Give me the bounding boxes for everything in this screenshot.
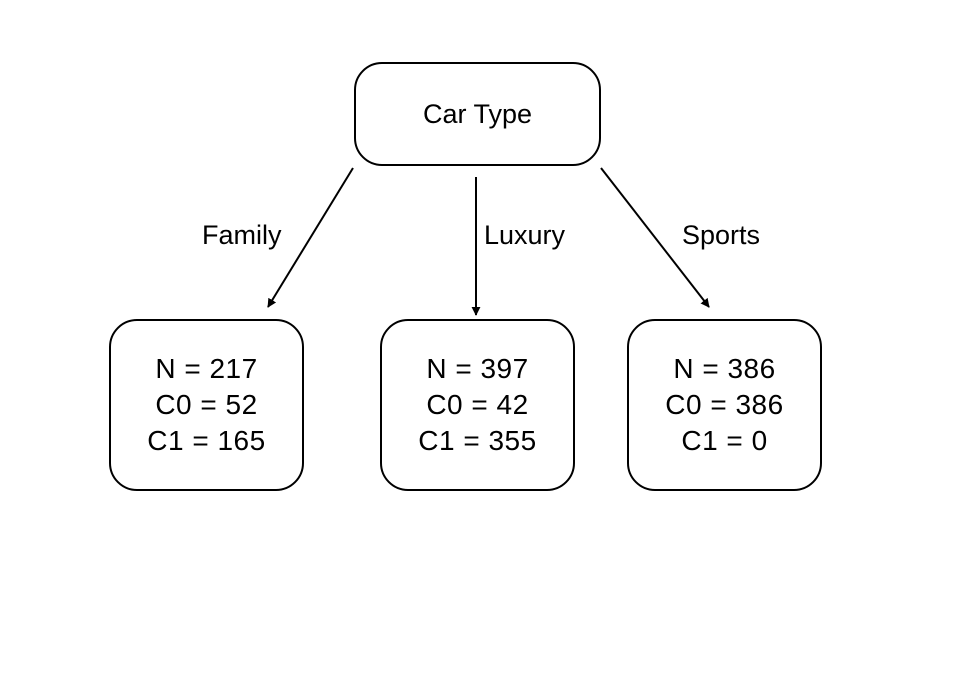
edge-label-family: Family [202, 220, 282, 250]
edge-arrow-sports [600, 167, 710, 308]
edge-arrow-family [267, 167, 354, 308]
stat-c0-family: C0 = 52 [155, 389, 258, 420]
stat-c1-sports: C1 = 0 [681, 425, 768, 456]
root-node-label: Car Type [422, 98, 533, 129]
leaf-node-family: N = 217 C0 = 52 C1 = 165 [109, 319, 304, 491]
leaf-node-sports: N = 386 C0 = 386 C1 = 0 [627, 319, 822, 491]
stat-n-luxury: N = 397 [426, 353, 529, 384]
stat-c0-sports: C0 = 386 [665, 389, 784, 420]
root-node: Car Type [354, 62, 601, 166]
leaf-node-luxury: N = 397 C0 = 42 C1 = 355 [380, 319, 575, 491]
stat-n-sports: N = 386 [673, 353, 776, 384]
edge-label-sports: Sports [682, 220, 761, 250]
stat-c1-luxury: C1 = 355 [418, 425, 537, 456]
stat-n-family: N = 217 [155, 353, 258, 384]
edge-label-luxury: Luxury [484, 220, 566, 250]
stat-c0-luxury: C0 = 42 [426, 389, 529, 420]
stat-c1-family: C1 = 165 [147, 425, 266, 456]
